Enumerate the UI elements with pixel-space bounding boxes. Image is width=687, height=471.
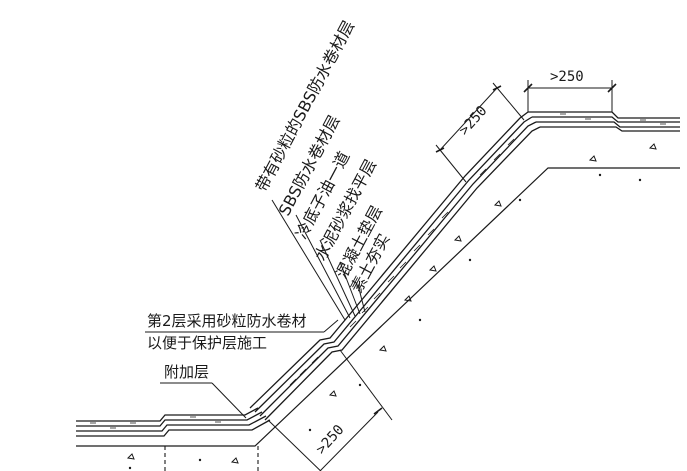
membrane-line	[540, 126, 680, 132]
membrane-line	[76, 419, 271, 437]
tick-mark	[435, 147, 445, 153]
dimension-label-slope-top: >250	[456, 103, 490, 139]
extension-line	[492, 82, 525, 121]
note-second-layer: 第2层采用砂粒防水卷材 以便于保护层施工	[145, 312, 339, 352]
membrane-line	[76, 411, 263, 427]
note-additional-layer: 附加层	[160, 363, 247, 419]
dimension-line	[439, 87, 498, 151]
membrane-line	[254, 116, 533, 413]
membrane-line	[76, 415, 267, 432]
note-second-layer-line1: 第2层采用砂粒防水卷材	[147, 312, 307, 330]
layer-leader-lines	[271, 199, 366, 321]
note-additional-layer-label: 附加层	[164, 363, 209, 381]
extension-line	[435, 144, 467, 183]
dimension-label-top: >250	[550, 69, 584, 85]
membrane-layers	[76, 111, 680, 447]
extension-line	[339, 349, 393, 421]
membrane-line	[249, 111, 529, 409]
membrane-hatch	[90, 113, 666, 429]
tick-mark	[607, 83, 617, 93]
soil-fill-markers	[126, 143, 657, 464]
dimension-label-slope-bottom: >250	[313, 422, 347, 458]
membrane-line	[264, 126, 541, 421]
dimension-slope-bottom: >250	[267, 349, 393, 471]
membrane-line	[259, 121, 537, 417]
tick-mark	[492, 85, 502, 91]
note-leader-line	[323, 319, 339, 333]
layer-label-group: 带有砂粒的SBS防水卷材层 SBS防水卷材层 冷底子油一道 水泥砂浆找平层 混凝…	[252, 17, 394, 321]
soil-dots	[128, 173, 642, 470]
tick-mark	[523, 83, 533, 93]
membrane-line	[76, 407, 259, 422]
dimension-slope-top: >250	[435, 82, 525, 183]
note-leader-line	[211, 382, 247, 419]
foundation-dash-lines	[164, 446, 259, 471]
membrane-line	[532, 116, 680, 123]
membrane-line	[528, 111, 680, 119]
dimension-top-horizontal: >250	[523, 69, 617, 112]
membrane-line	[536, 121, 680, 128]
extension-line	[267, 419, 322, 471]
tick-mark	[373, 407, 383, 415]
note-second-layer-line2: 以便于保护层施工	[147, 334, 267, 352]
dimension-line	[319, 411, 379, 471]
